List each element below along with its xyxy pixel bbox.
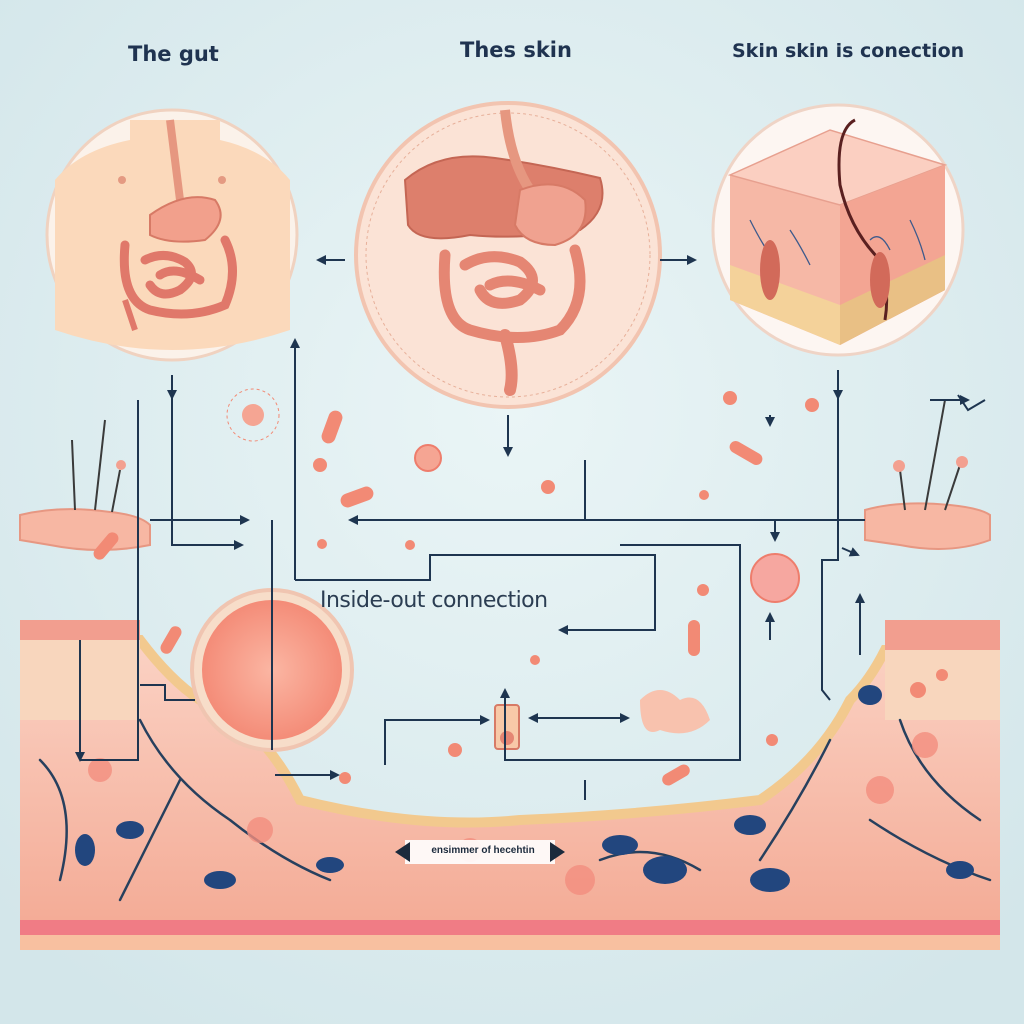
skin-section-circle-illustration [711, 103, 965, 357]
bacteria-decoration [93, 391, 948, 786]
skin-pad-right [864, 399, 991, 550]
center-title: Inside-out connection [320, 588, 548, 613]
connector-arrows [75, 255, 986, 800]
title-connection: Skin skin is conection [732, 40, 965, 62]
banner-label: ensimmer of hecehtin [431, 845, 535, 856]
title-gut: The gut [128, 42, 219, 66]
gut-circle-illustration [45, 108, 299, 362]
skin-circle-illustration [354, 101, 662, 409]
virus-decoration [226, 388, 800, 757]
title-skin: Thes skin [460, 38, 572, 62]
skin-cross-section-illustration [20, 620, 1000, 950]
double-arrow-banner [395, 840, 565, 864]
organ-icon [494, 704, 520, 750]
